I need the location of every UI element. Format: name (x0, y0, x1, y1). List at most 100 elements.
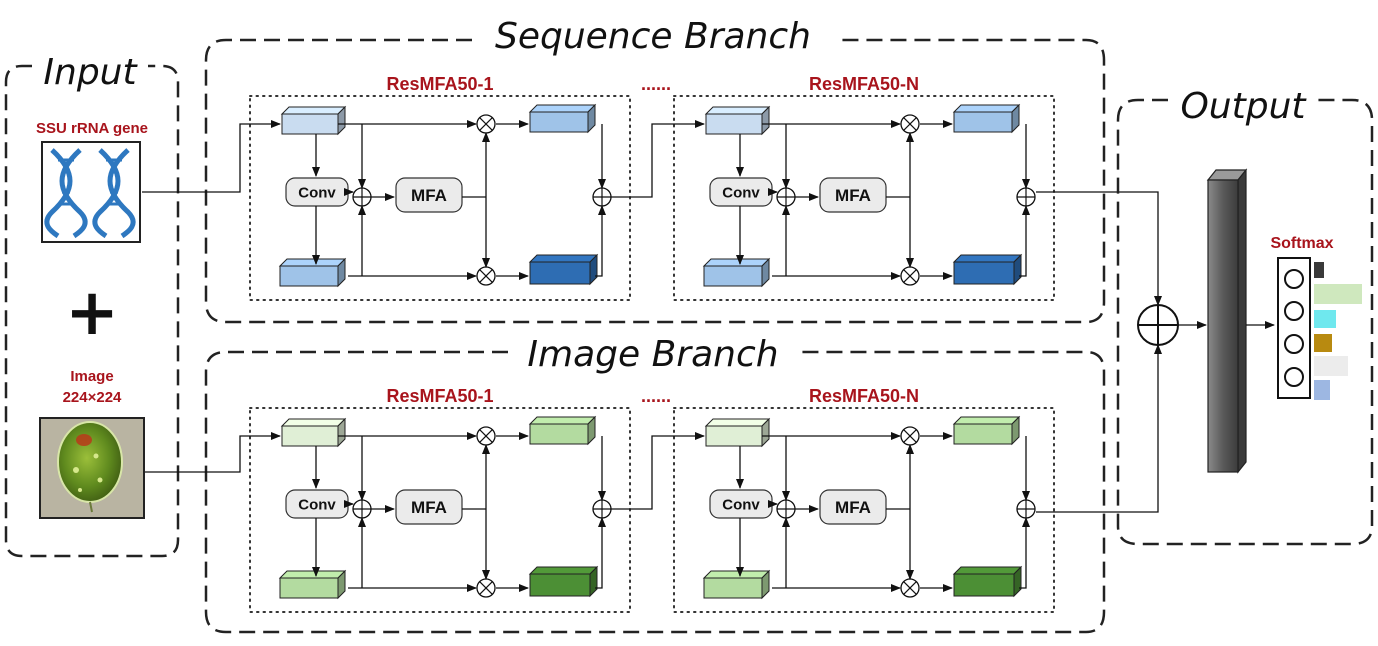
add-op-icon (1016, 499, 1036, 519)
block-title: ResMFA50-1 (386, 74, 493, 94)
image-to-fusion-line (1036, 344, 1162, 513)
conv-box-text: Conv (722, 496, 760, 513)
probability-bar (1314, 334, 1332, 352)
connector-line (1019, 205, 1030, 277)
conv-box-text: Conv (298, 496, 336, 513)
conv-box-text: Conv (298, 184, 336, 201)
conv-box: Conv (285, 489, 349, 519)
input-title: Input (43, 52, 138, 93)
feature-map-bottom-out (528, 253, 599, 286)
softmax-node (1284, 367, 1304, 387)
feature-map-top-out (528, 103, 597, 134)
conv-box: Conv (709, 489, 773, 519)
image-branch-border (204, 350, 1106, 634)
feature-map-input (704, 417, 771, 448)
inter-block-line (611, 432, 705, 510)
probability-bar (1314, 310, 1336, 328)
mfa-box: MFA (819, 177, 887, 213)
mfa-box-text: MFA (835, 186, 871, 205)
fusion-add-icon (1137, 304, 1179, 346)
probability-bars (1314, 262, 1362, 400)
multiply-op-icon (476, 266, 496, 286)
feature-map-conv (702, 569, 771, 600)
probability-bar (1314, 380, 1330, 400)
mfa-box: MFA (819, 489, 887, 525)
softmax-label: Softmax (1270, 235, 1333, 252)
multiply-op-icon (476, 426, 496, 446)
plus-symbol: + (65, 276, 119, 350)
block-border (673, 95, 1055, 301)
sequence-to-fusion-line (1036, 191, 1162, 306)
multiply-op-icon (900, 426, 920, 446)
multiply-op-icon (900, 578, 920, 598)
mfa-box-text: MFA (411, 186, 447, 205)
seq-block-n: ResMFA50-N Conv MFA (673, 74, 1055, 301)
feature-map-bottom-out (528, 565, 599, 598)
image-branch-title: Image Branch (527, 334, 778, 375)
feature-map-conv (702, 257, 771, 288)
gene-to-sequence-line (142, 120, 281, 193)
add-op-icon (592, 499, 612, 519)
add-op-icon (352, 187, 372, 207)
block-title: ResMFA50-N (809, 386, 919, 406)
feature-map-conv (278, 569, 347, 600)
block-title: ResMFA50-N (809, 74, 919, 94)
feature-map-top-out (952, 415, 1021, 446)
feature-map-top-out (952, 103, 1021, 134)
mfa-box-text: MFA (411, 498, 447, 517)
feature-map-bottom-out (952, 565, 1023, 598)
probability-bar (1314, 356, 1348, 376)
output-title: Output (1180, 86, 1307, 127)
connector-line (595, 517, 606, 589)
multiply-op-icon (476, 578, 496, 598)
multiply-op-icon (476, 114, 496, 134)
connector-line (595, 205, 606, 277)
multiply-op-icon (900, 114, 920, 134)
add-op-icon (352, 499, 372, 519)
add-op-icon (776, 187, 796, 207)
add-op-icon (1016, 187, 1036, 207)
gene-label: SSU rRNA gene (36, 120, 148, 137)
softmax-node (1284, 334, 1304, 354)
block-border (249, 95, 631, 301)
probability-bar (1314, 284, 1362, 304)
input-panel-border (4, 64, 180, 558)
input-panel: Input SSU rRNA gene + Image (4, 52, 180, 558)
feature-map-conv (278, 257, 347, 288)
image-label-line2: 224×224 (63, 389, 122, 406)
output-panel-border (1116, 98, 1374, 546)
add-op-icon (592, 187, 612, 207)
softmax-node (1284, 301, 1304, 321)
connector-line (1019, 517, 1030, 589)
block-border (673, 407, 1055, 613)
output-panel: Output Softmax (1116, 86, 1374, 546)
feature-map-input (280, 105, 347, 136)
feature-map-bottom-out (952, 253, 1023, 286)
feature-map-top-out (528, 415, 597, 446)
block-ellipsis: ...... (641, 386, 671, 406)
fc-layer-bar (1206, 168, 1248, 474)
sequence-branch-border (204, 38, 1106, 324)
sequence-branch-title: Sequence Branch (495, 16, 811, 57)
block-border (249, 407, 631, 613)
add-op-icon (776, 499, 796, 519)
feature-map-input (280, 417, 347, 448)
softmax-layer (1277, 257, 1311, 399)
feature-map-input (704, 105, 771, 136)
probability-bar (1314, 262, 1324, 278)
mfa-box: MFA (395, 489, 463, 525)
image-to-image-line (145, 432, 281, 473)
conv-box: Conv (285, 177, 349, 207)
inter-block-line (611, 120, 705, 198)
mfa-box: MFA (395, 177, 463, 213)
image-label-line1: Image (70, 368, 113, 385)
dna-icon (41, 141, 141, 243)
multiply-op-icon (900, 266, 920, 286)
input-image (39, 417, 145, 519)
block-title: ResMFA50-1 (386, 386, 493, 406)
conv-box: Conv (709, 177, 773, 207)
block-ellipsis: ...... (641, 74, 671, 94)
